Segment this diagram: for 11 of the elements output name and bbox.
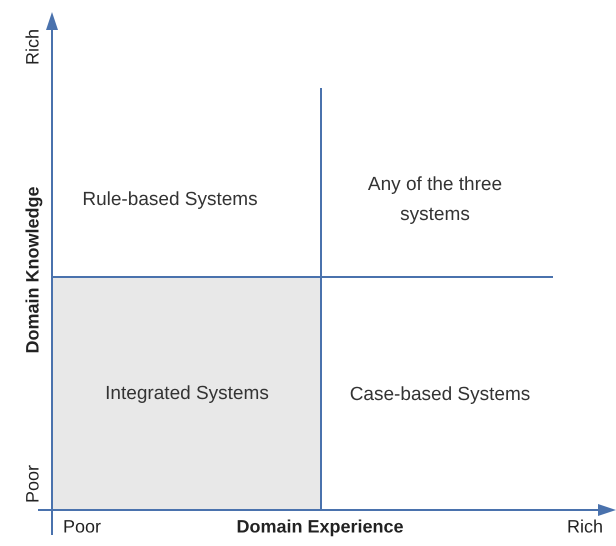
shaded-quadrant xyxy=(53,278,321,510)
quadrant-label: Rule-based Systems xyxy=(81,188,259,212)
axis-label: Domain Experience xyxy=(236,516,404,538)
axis-label: Poor xyxy=(62,516,102,538)
axis-label: Rich xyxy=(567,516,603,538)
quadrant-label: Integrated Systems xyxy=(104,382,270,406)
axis-label: Domain Knowledge xyxy=(22,186,44,354)
axis-label: Rich xyxy=(22,29,44,65)
quadrant-label: Case-based Systems xyxy=(348,383,532,407)
axis-label: Poor xyxy=(22,464,44,504)
quadrant-label: Any of the three systems xyxy=(366,173,504,227)
